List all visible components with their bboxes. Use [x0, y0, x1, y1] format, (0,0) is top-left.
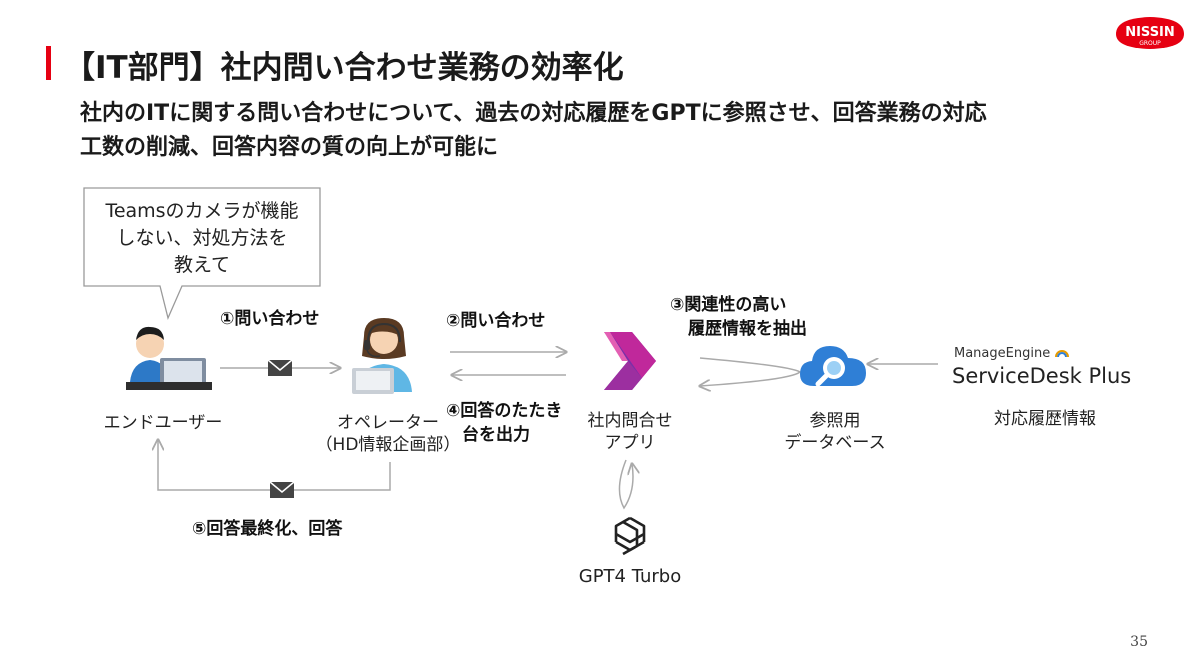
sdp-caption: 対応履歴情報 [994, 409, 1096, 429]
logo-sub: GROUP [1139, 40, 1161, 47]
app-label-line1: 社内問合せ [587, 411, 673, 431]
speech-bubble-shape [83, 187, 321, 321]
bubble-line-1: Teamsのカメラが機能 [105, 200, 299, 222]
search-database-icon [800, 346, 866, 387]
step5-label: ⑤回答最終化、回答 [192, 519, 343, 539]
step4-label-line2: 台を出力 [462, 425, 530, 445]
page-title: 【IT部門】社内問い合わせ業務の効率化 [64, 50, 624, 86]
db-label-line2: データベース [784, 433, 886, 453]
mail-icon-step5 [269, 481, 295, 498]
operator-icon [352, 318, 412, 394]
step1-label: ①問い合わせ [220, 309, 320, 329]
logo-word: NISSIN [1125, 25, 1175, 40]
openai-icon [614, 516, 646, 556]
speech-bubble-text: Teamsのカメラが機能 しない、対処方法を 教えて [84, 198, 320, 279]
lead-line-1: 社内のITに関する問い合わせについて、過去の対応履歴をGPTに参照させ、回答業務… [80, 101, 987, 126]
operator-sublabel: （HD情報企画部） [315, 435, 461, 455]
operator-label: オペレーター [337, 413, 439, 433]
bubble-line-2: しない、対処方法を [116, 227, 288, 249]
bubble-line-3: 教えて [173, 254, 231, 276]
arrow-gpt-loop [618, 459, 633, 510]
step3-label-line1: ③関連性の高い [670, 295, 787, 315]
app-label-line2: アプリ [604, 433, 656, 453]
lead-line-2: 工数の削減、回答内容の質の向上が可能に [80, 135, 499, 160]
page-number: 35 [1130, 634, 1148, 650]
step2-label: ②問い合わせ [446, 311, 546, 331]
arrow-step3-loop [700, 357, 802, 386]
step4-label-line1: ④回答のたたき [446, 401, 563, 421]
sdp-brand-big: ServiceDesk Plus [952, 364, 1132, 388]
step3-label-line2: 履歴情報を抽出 [688, 319, 807, 339]
sdp-brand-small: ManageEngine [954, 345, 1070, 361]
sdp-brand-small-text: ManageEngine [954, 346, 1051, 361]
end-user-icon [126, 326, 212, 390]
title-accent-bar [46, 46, 51, 80]
mail-icon-step1 [267, 359, 293, 376]
gpt-label: GPT4 Turbo [578, 566, 682, 587]
nissin-logo: NISSIN GROUP [1116, 17, 1184, 49]
power-apps-icon [604, 332, 656, 390]
lead-text: 社内のITに関する問い合わせについて、過去の対応履歴をGPTに参照させ、回答業務… [80, 97, 987, 165]
db-label-line1: 参照用 [809, 411, 861, 431]
manageengine-arc-icon [1055, 350, 1070, 358]
end-user-label: エンドユーザー [103, 413, 223, 433]
